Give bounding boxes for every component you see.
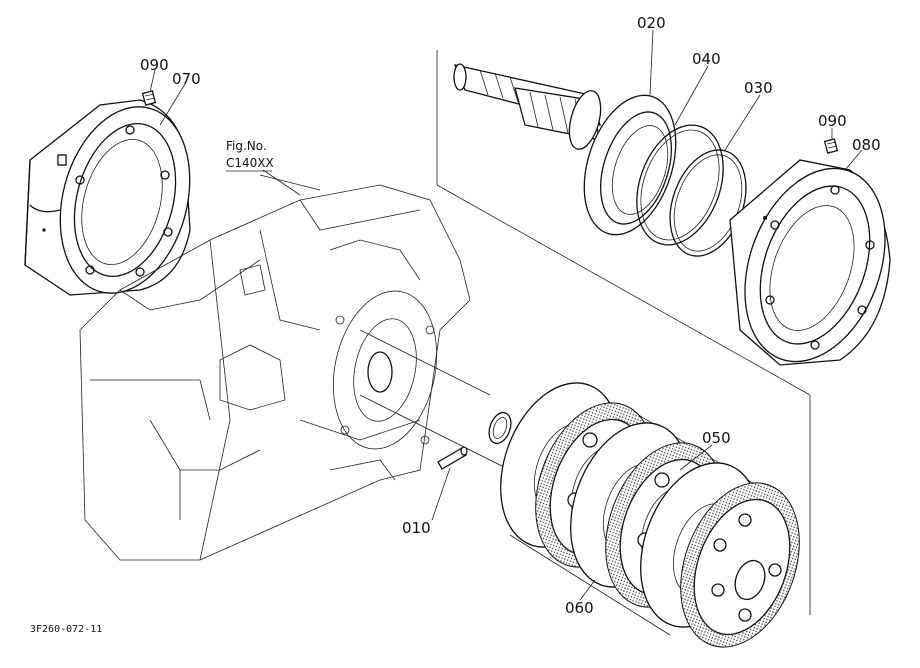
callout-070: 070 (172, 70, 201, 88)
friction-disc-3 (680, 482, 800, 648)
callout-090-right: 090 (818, 112, 847, 130)
brake-hub (583, 94, 677, 236)
set-screw-left (141, 90, 157, 106)
figure-ref-label: Fig.No. (226, 139, 267, 153)
callout-050: 050 (702, 429, 731, 447)
brake-housing-left (24, 99, 191, 296)
seal-ring (488, 411, 512, 445)
dowel-pin (437, 446, 468, 470)
splined-shaft (453, 63, 602, 150)
callout-040: 040 (692, 50, 721, 68)
snap-ring (636, 124, 724, 246)
callout-060: 060 (565, 599, 594, 617)
callout-080: 080 (852, 136, 881, 154)
callout-labels: 090 070 020 040 030 090 080 050 010 060 … (30, 14, 881, 635)
callout-010: 010 (402, 519, 431, 537)
callout-030: 030 (744, 79, 773, 97)
assembly-frame-upper (436, 50, 811, 615)
callout-020: 020 (637, 14, 666, 32)
set-screw-right (823, 138, 839, 154)
callout-090-left: 090 (140, 56, 169, 74)
leader-lines (149, 29, 863, 601)
brake-housing-right (729, 159, 891, 366)
figure-ref-code: C140XX (226, 156, 274, 170)
centerlines (259, 174, 511, 471)
transmission-case (79, 184, 471, 561)
drawing-code: 3F260-072-11 (30, 624, 102, 635)
